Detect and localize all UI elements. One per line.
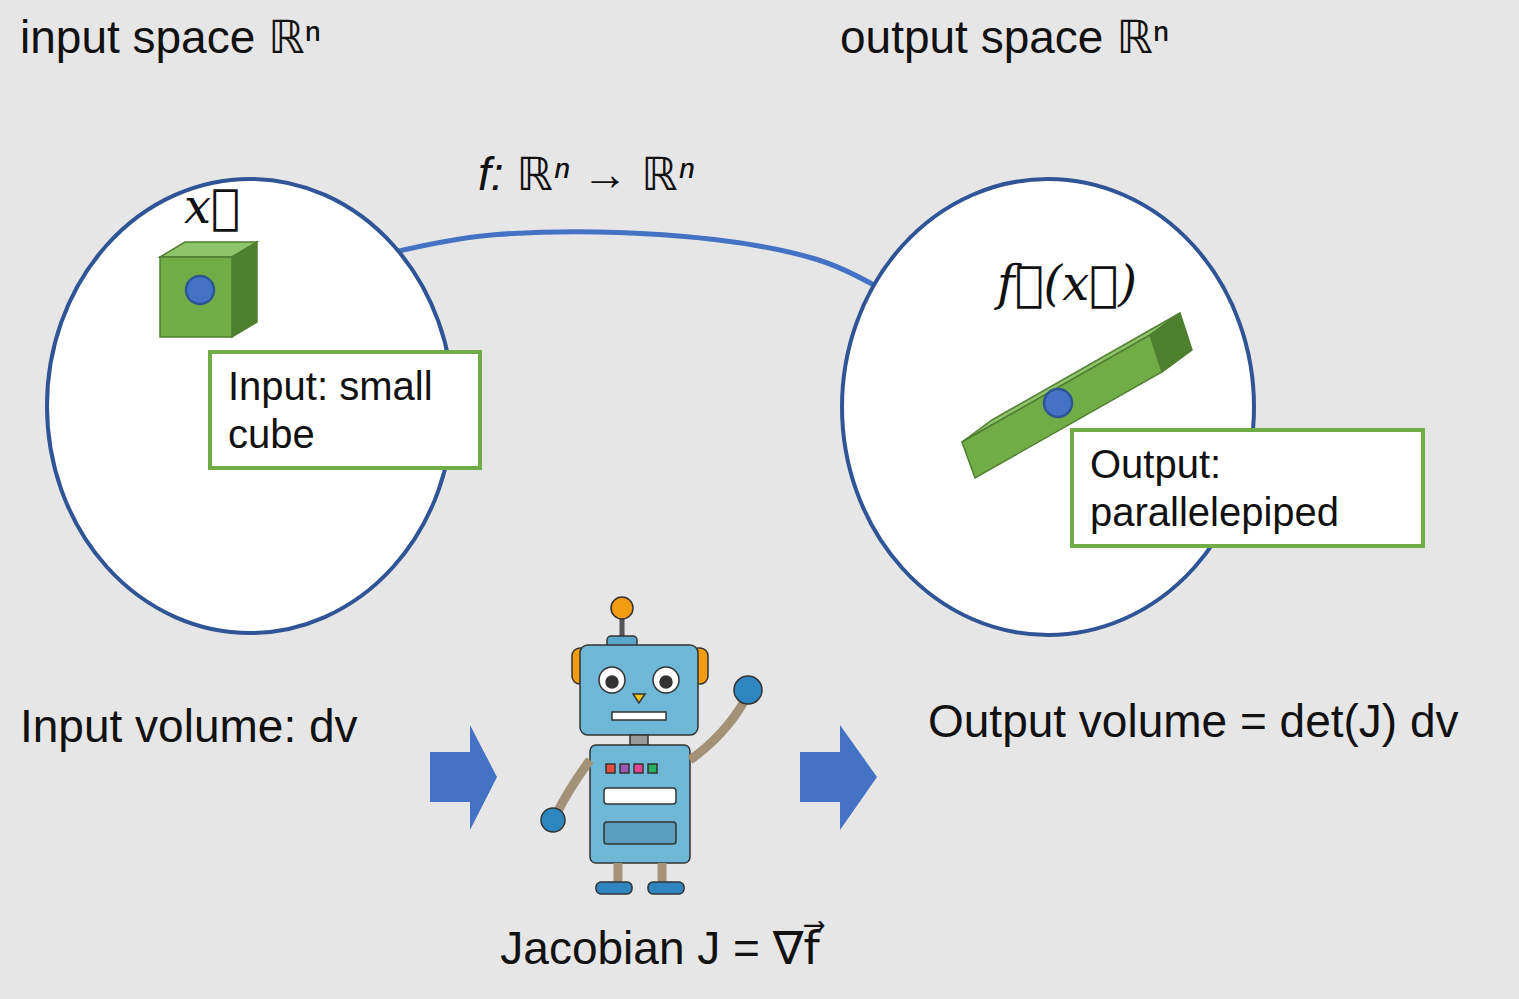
input-volume-label: Input volume: dv xyxy=(20,698,420,756)
region-heading: output space ℝⁿ xyxy=(840,10,1169,65)
cube-drawing xyxy=(160,242,257,337)
region-heading: x⃗ xyxy=(184,178,240,236)
region-heading: input space ℝⁿ xyxy=(20,10,321,65)
input-cube: x⃗ xyxy=(160,242,257,337)
space-ellipse xyxy=(842,179,1254,635)
output-space-region: f⃗(x⃗)Output: parallelepipedoutput space… xyxy=(840,177,1256,637)
output-volume-label: Output volume = det(J) dv xyxy=(928,693,1508,751)
mapping-label: f: ℝⁿ → ℝⁿ xyxy=(478,146,694,204)
jacobian-label: Jacobian J = ∇f⃗ xyxy=(400,920,920,978)
callout-text: Output: parallelepiped xyxy=(1074,432,1421,544)
cube-shape xyxy=(160,242,257,337)
callout-text: Input: small cube xyxy=(212,354,478,466)
region-heading: f⃗(x⃗) xyxy=(997,255,1137,313)
output-callout-box: Output: parallelepiped xyxy=(1070,428,1425,548)
robot-illustration xyxy=(541,597,762,894)
input-space-region: x⃗Input: small cubeinput space ℝⁿ xyxy=(45,177,455,635)
input-callout-box: Input: small cube xyxy=(208,350,482,470)
